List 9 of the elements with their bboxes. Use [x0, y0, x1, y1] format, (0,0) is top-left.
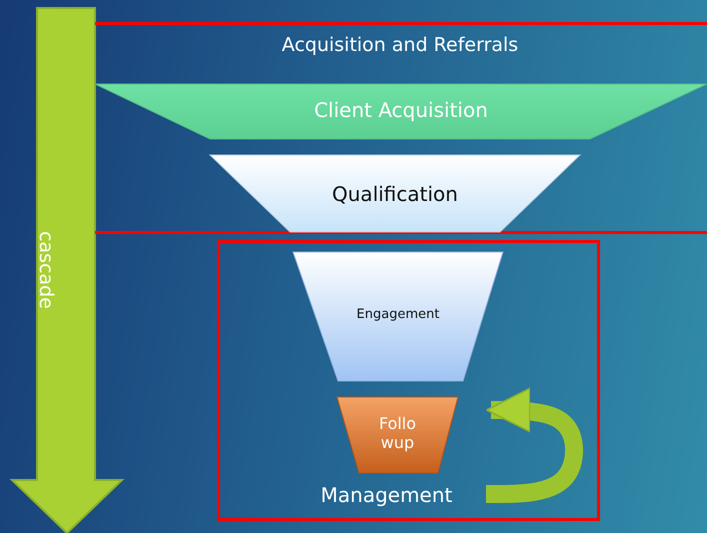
stage-label: Engagement	[356, 307, 440, 323]
arrow-label: cascade	[34, 230, 57, 311]
stage-label: Client Acquisition	[313, 98, 489, 122]
stage-label: Follo wup	[378, 414, 418, 452]
group-frame	[217, 240, 600, 521]
stage-label: Qualification	[331, 182, 459, 206]
section-heading: Management	[320, 483, 454, 507]
curved-arrow	[486, 388, 583, 503]
section-heading: Acquisition and Referrals	[280, 34, 520, 57]
